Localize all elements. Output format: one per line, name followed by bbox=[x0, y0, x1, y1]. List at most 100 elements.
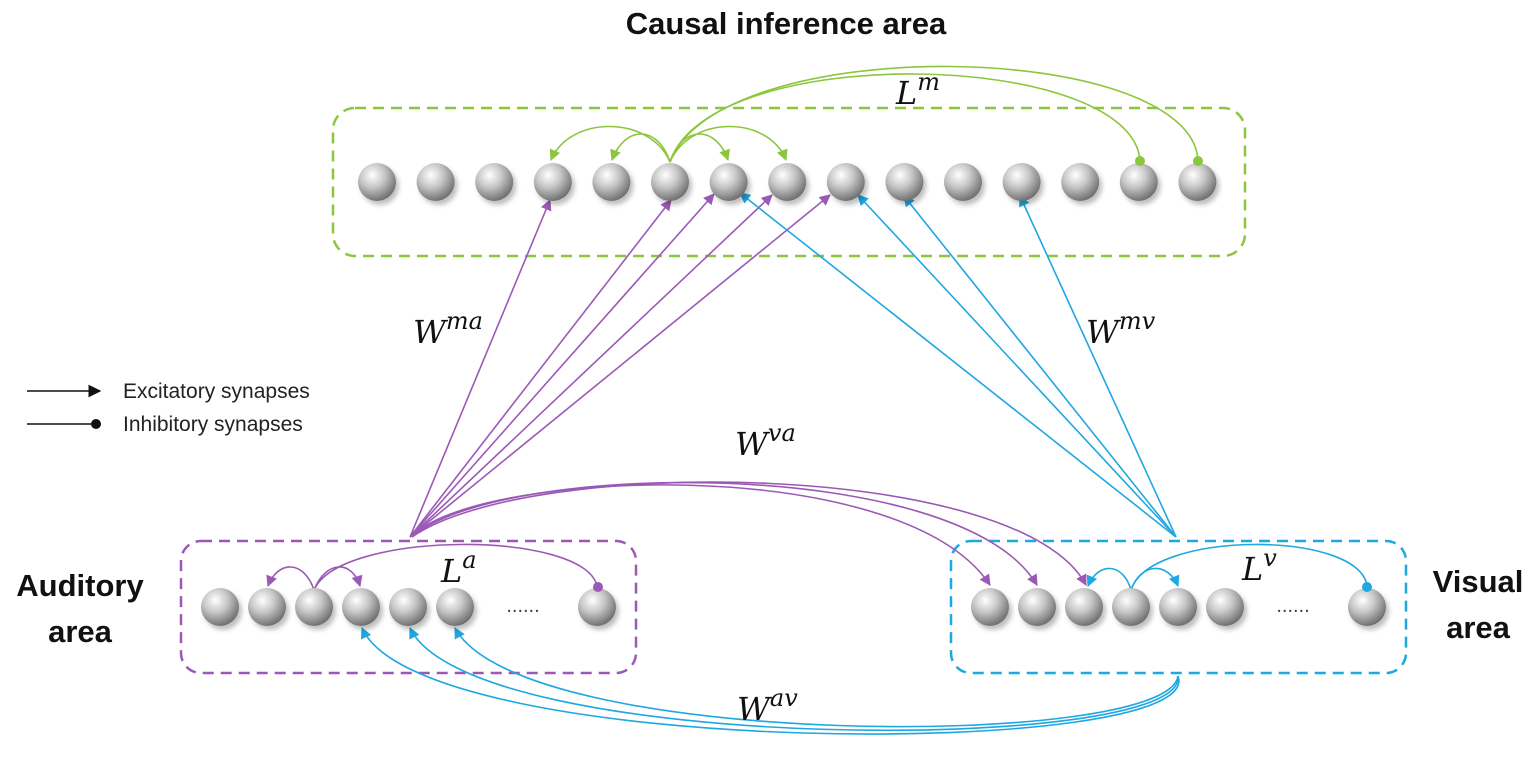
causal-neuron bbox=[826, 163, 865, 201]
excitatory-legend-label: Excitatory synapses bbox=[123, 380, 310, 403]
auditory-neuron bbox=[295, 588, 333, 626]
visual-neuron bbox=[1018, 588, 1056, 626]
visual-neuron-layer bbox=[971, 588, 1386, 626]
la-label: La bbox=[440, 546, 477, 590]
causal-area-title: Causal inference area bbox=[626, 6, 947, 41]
wma-connection bbox=[409, 194, 773, 538]
wva-label: Wva bbox=[735, 419, 796, 463]
causal-neuron bbox=[651, 163, 689, 201]
la-excitatory-connection bbox=[313, 566, 363, 591]
lv-label: Lv bbox=[1241, 544, 1277, 588]
auditory-neuron bbox=[248, 588, 286, 626]
causal-neuron bbox=[1061, 163, 1100, 201]
wma-connection bbox=[409, 199, 672, 538]
wma-connection bbox=[409, 198, 552, 538]
lm-excitatory-connection bbox=[669, 125, 788, 163]
lm-inhibitory-connection bbox=[669, 65, 1199, 163]
wva-connection bbox=[411, 481, 1038, 586]
wmv-connections bbox=[739, 192, 1177, 538]
wmv-label-base: W bbox=[1086, 313, 1122, 351]
wma-label-sup: ma bbox=[446, 307, 483, 335]
la-label-sup: a bbox=[462, 546, 476, 574]
wva-connections bbox=[411, 481, 1087, 586]
causal-neuron bbox=[885, 163, 924, 201]
lv-label-base: L bbox=[1241, 550, 1263, 588]
visual-area-title-line2: area bbox=[1446, 610, 1511, 645]
auditory-neuron bbox=[342, 588, 380, 626]
legend: Excitatory synapses Inhibitory synapses bbox=[27, 380, 310, 436]
wma-label-base: W bbox=[413, 313, 449, 351]
causal-neuron-layer bbox=[358, 163, 1217, 201]
wmv-label: Wmv bbox=[1086, 307, 1156, 351]
wva-connection bbox=[411, 484, 991, 586]
lv-inhibitory-connection bbox=[1130, 543, 1368, 591]
causal-neuron bbox=[533, 163, 572, 201]
wav-connection bbox=[409, 626, 1179, 732]
lv-lateral-connections bbox=[1086, 543, 1368, 591]
causal-area-box bbox=[331, 106, 1247, 258]
lm-excitatory-connection bbox=[549, 125, 671, 163]
causal-neuron bbox=[475, 163, 514, 201]
visual-neuron bbox=[1065, 588, 1103, 626]
auditory-area-box bbox=[179, 539, 638, 675]
wmv-connection bbox=[739, 192, 1177, 538]
lv-excitatory-connection bbox=[1130, 567, 1180, 591]
wav-label-sup: av bbox=[770, 684, 798, 712]
auditory-area-title-line1: Auditory bbox=[16, 568, 144, 603]
causal-neuron bbox=[416, 163, 455, 201]
wav-label-base: W bbox=[737, 690, 773, 728]
lm-excitatory-connection bbox=[610, 133, 671, 163]
la-inhibitory-terminal bbox=[593, 582, 603, 592]
wav-connection bbox=[454, 627, 1179, 728]
visual-area-box bbox=[949, 539, 1408, 675]
causal-neuron bbox=[1002, 163, 1041, 201]
auditory-ellipsis: ...... bbox=[506, 595, 539, 617]
lm-label-base: L bbox=[895, 74, 917, 112]
lm-label-sup: m bbox=[917, 68, 940, 96]
auditory-neuron bbox=[578, 588, 616, 626]
lm-inhibitory-terminal bbox=[1135, 156, 1145, 166]
lv-inhibitory-terminal bbox=[1362, 582, 1372, 592]
wva-connection bbox=[411, 481, 1087, 586]
wma-label: Wma bbox=[413, 307, 483, 351]
la-label-base: L bbox=[440, 552, 462, 590]
visual-neuron bbox=[1112, 588, 1150, 626]
wav-label: Wav bbox=[737, 684, 798, 728]
causal-neuron bbox=[1119, 163, 1158, 201]
visual-neuron bbox=[1348, 588, 1386, 626]
lv-label-sup: v bbox=[1263, 544, 1277, 572]
auditory-neuron bbox=[389, 588, 427, 626]
visual-neuron bbox=[1206, 588, 1244, 626]
wva-label-base: W bbox=[735, 425, 771, 463]
wma-connection bbox=[409, 193, 715, 538]
causal-neuron bbox=[709, 163, 748, 201]
causal-neuron bbox=[1178, 163, 1217, 201]
visual-neuron bbox=[1159, 588, 1197, 626]
wva-label-sup: va bbox=[768, 419, 796, 447]
auditory-neuron-layer bbox=[201, 588, 616, 626]
wmv-label-sup: mv bbox=[1119, 307, 1156, 335]
wma-connections bbox=[409, 193, 831, 538]
visual-ellipsis: ...... bbox=[1276, 595, 1309, 617]
inhibitory-legend-label: Inhibitory synapses bbox=[123, 413, 303, 436]
wav-connections bbox=[360, 626, 1180, 735]
lm-label: Lm bbox=[895, 68, 940, 112]
wma-connection bbox=[409, 194, 831, 538]
lm-lateral-connections bbox=[549, 65, 1199, 163]
wmv-connection bbox=[1019, 194, 1177, 538]
visual-neuron bbox=[971, 588, 1009, 626]
causal-neuron bbox=[592, 163, 631, 201]
auditory-area-title-line2: area bbox=[48, 614, 113, 649]
causal-neuron bbox=[358, 163, 396, 201]
wmv-connection bbox=[857, 194, 1177, 538]
causal-neuron bbox=[768, 163, 807, 201]
la-inhibitory-connection bbox=[313, 543, 598, 591]
visual-area-title-line1: Visual bbox=[1433, 564, 1524, 599]
lm-inhibitory-terminal bbox=[1193, 156, 1203, 166]
la-lateral-connections bbox=[266, 543, 598, 591]
lv-excitatory-connection bbox=[1086, 567, 1132, 591]
auditory-neuron bbox=[201, 588, 239, 626]
la-excitatory-connection bbox=[266, 566, 315, 591]
causal-neuron bbox=[944, 163, 982, 201]
